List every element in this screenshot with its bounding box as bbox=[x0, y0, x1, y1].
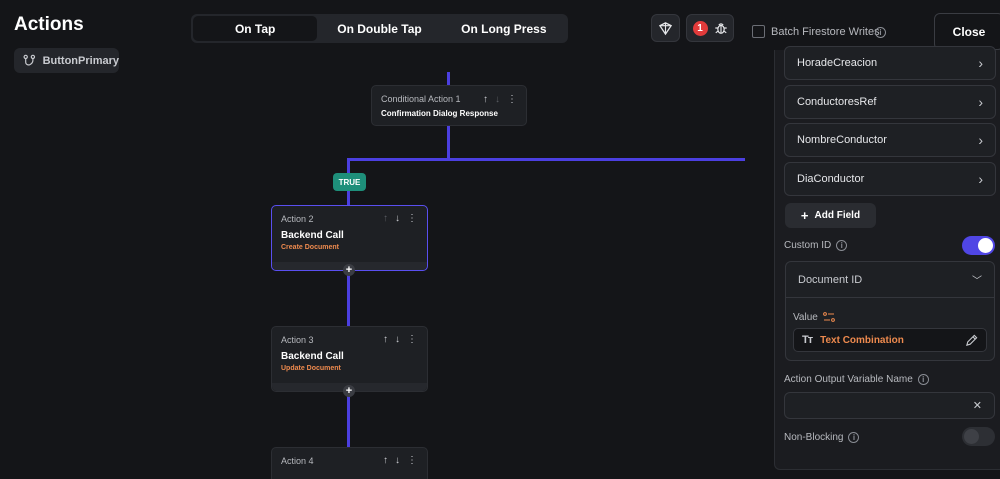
value-source-text: Text Combination bbox=[820, 334, 904, 346]
output-variable-row: Action Output Variable Name i bbox=[784, 374, 929, 385]
flow-line bbox=[447, 125, 450, 160]
chevron-right-icon: › bbox=[978, 132, 983, 148]
field-name: NombreConductor bbox=[797, 134, 887, 146]
add-field-button[interactable]: + Add Field bbox=[785, 203, 876, 228]
info-icon[interactable]: i bbox=[848, 432, 860, 443]
edit-pencil-icon[interactable] bbox=[965, 334, 978, 347]
magic-icon bbox=[658, 21, 673, 35]
card-label: Action 2 bbox=[281, 214, 314, 224]
card-subtitle: Update Document bbox=[281, 365, 341, 372]
field-name: ConductoresRef bbox=[797, 96, 877, 108]
batch-writes-label: Batch Firestore Writes bbox=[771, 26, 880, 38]
flow-line bbox=[347, 158, 745, 161]
custom-id-label: Custom ID bbox=[784, 240, 832, 251]
widget-chip[interactable]: ButtonPrimary bbox=[14, 48, 119, 73]
close-button[interactable]: Close bbox=[934, 13, 1000, 50]
trigger-tabs: On Tap On Double Tap On Long Press bbox=[191, 14, 568, 43]
widget-name: ButtonPrimary bbox=[42, 54, 119, 67]
value-row: Value bbox=[793, 312, 835, 323]
toggle-knob bbox=[978, 238, 993, 253]
value-label: Value bbox=[793, 312, 818, 323]
action-card-4[interactable]: Action 4 ↑ ↓ ⋮ bbox=[271, 447, 428, 479]
toggle-knob bbox=[964, 429, 979, 444]
custom-id-toggle[interactable] bbox=[962, 236, 995, 255]
field-name: DiaConductor bbox=[797, 173, 865, 185]
info-icon[interactable]: i bbox=[836, 240, 848, 251]
text-type-icon: Tт bbox=[802, 334, 813, 346]
tab-on-double-tap[interactable]: On Double Tap bbox=[337, 21, 422, 36]
batch-writes-checkbox[interactable] bbox=[752, 25, 765, 38]
non-blocking-toggle[interactable] bbox=[962, 427, 995, 446]
more-icon[interactable]: ⋮ bbox=[407, 213, 417, 224]
bug-icon bbox=[714, 23, 727, 34]
card-title: Backend Call bbox=[281, 351, 344, 362]
non-blocking-label: Non-Blocking bbox=[784, 432, 844, 443]
ai-assist-button[interactable] bbox=[651, 14, 680, 42]
more-icon[interactable]: ⋮ bbox=[507, 94, 517, 105]
action-card-2[interactable]: Action 2 Backend Call Create Document ↑ … bbox=[271, 205, 428, 271]
value-source-field[interactable]: Tт Text Combination bbox=[793, 328, 987, 352]
custom-id-row: Custom ID i bbox=[784, 240, 848, 251]
field-name: HoradeCreacion bbox=[797, 57, 878, 69]
add-action-button[interactable]: + bbox=[343, 385, 355, 397]
info-icon[interactable]: i bbox=[917, 374, 929, 385]
chevron-down-icon: ﹀ bbox=[972, 276, 982, 287]
more-icon[interactable]: ⋮ bbox=[407, 334, 417, 345]
card-subtitle: Create Document bbox=[281, 244, 339, 251]
move-down-icon[interactable]: ↓ bbox=[395, 334, 400, 345]
debug-button[interactable]: 1 bbox=[686, 14, 734, 42]
info-icon[interactable]: i bbox=[875, 27, 886, 38]
chevron-right-icon: › bbox=[978, 171, 983, 187]
clear-icon[interactable]: ✕ bbox=[972, 400, 982, 412]
card-label: Action 3 bbox=[281, 335, 314, 345]
add-field-label: Add Field bbox=[814, 210, 861, 221]
move-down-icon[interactable]: ↓ bbox=[395, 455, 400, 466]
move-up-icon[interactable]: ↑ bbox=[483, 94, 488, 105]
non-blocking-row: Non-Blocking i bbox=[784, 432, 860, 443]
flow-line bbox=[447, 72, 450, 86]
move-down-icon[interactable]: ↓ bbox=[395, 213, 400, 224]
document-id-header[interactable]: Document ID ﹀ bbox=[786, 262, 994, 298]
tab-on-tap[interactable]: On Tap bbox=[193, 16, 318, 41]
card-title: Confirmation Dialog Response bbox=[381, 109, 498, 118]
move-up-icon[interactable]: ↑ bbox=[383, 213, 388, 224]
flow-line bbox=[347, 270, 350, 326]
card-label: Conditional Action 1 bbox=[381, 94, 461, 104]
variable-icon[interactable] bbox=[822, 312, 835, 323]
field-row-diaconductor[interactable]: DiaConductor › bbox=[784, 162, 996, 196]
tab-on-long-press[interactable]: On Long Press bbox=[461, 21, 547, 36]
field-row-nombreconductor[interactable]: NombreConductor › bbox=[784, 123, 996, 157]
move-up-icon[interactable]: ↑ bbox=[383, 334, 388, 345]
field-row-conductoresref[interactable]: ConductoresRef › bbox=[784, 85, 996, 119]
branch-icon bbox=[23, 54, 36, 66]
flow-line bbox=[347, 391, 350, 447]
field-row-horadecreacion[interactable]: HoradeCreacion › bbox=[784, 46, 996, 80]
document-id-label: Document ID bbox=[798, 273, 863, 286]
move-down-icon[interactable]: ↓ bbox=[495, 94, 500, 105]
move-up-icon[interactable]: ↑ bbox=[383, 455, 388, 466]
card-label: Action 4 bbox=[281, 456, 314, 466]
true-branch-badge: TRUE bbox=[333, 173, 366, 191]
action-card-3[interactable]: Action 3 Backend Call Update Document ↑ … bbox=[271, 326, 428, 392]
output-variable-input[interactable]: ✕ bbox=[784, 392, 995, 419]
conditional-action-card[interactable]: Conditional Action 1 Confirmation Dialog… bbox=[371, 85, 527, 126]
error-count-badge: 1 bbox=[692, 20, 708, 36]
chevron-right-icon: › bbox=[978, 55, 983, 71]
card-title: Backend Call bbox=[281, 230, 344, 241]
plus-icon: + bbox=[800, 208, 809, 223]
output-variable-label: Action Output Variable Name bbox=[784, 374, 913, 385]
add-action-button[interactable]: + bbox=[343, 264, 355, 276]
more-icon[interactable]: ⋮ bbox=[407, 455, 417, 466]
page-title: Actions bbox=[14, 14, 84, 35]
chevron-right-icon: › bbox=[978, 94, 983, 110]
